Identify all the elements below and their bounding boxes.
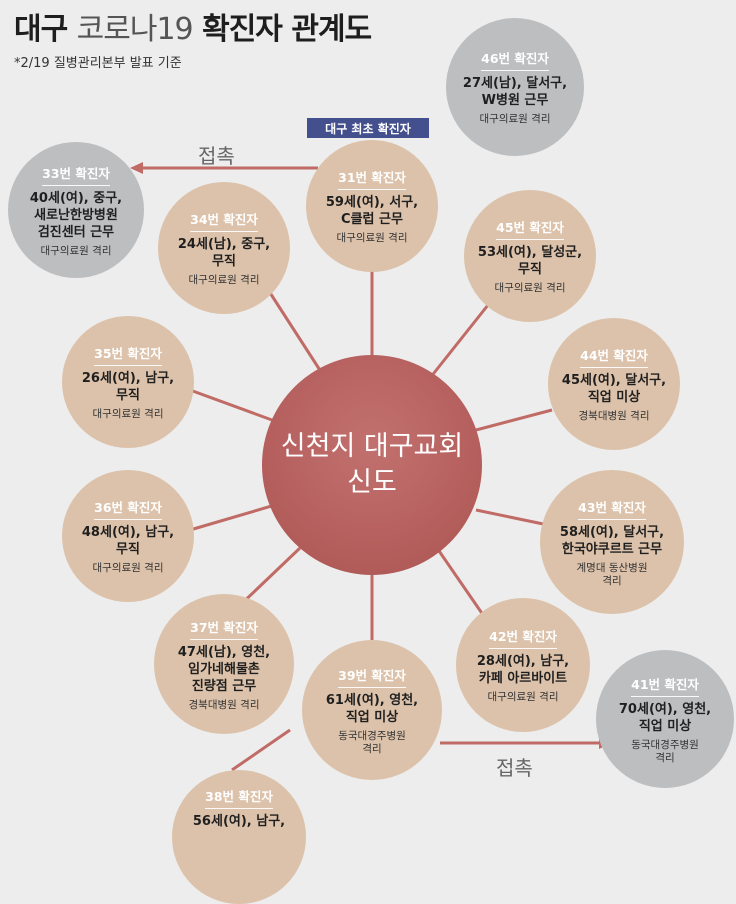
- case-node-31: 31번 확진자 59세(여), 서구, C클럽 근무 대구의료원 격리: [306, 140, 438, 272]
- contact-node-46: 46번 확진자 27세(남), 달서구, W병원 근무 대구의료원 격리: [446, 18, 584, 156]
- case-39-desc: 61세(여), 영천, 직업 미상: [325, 692, 419, 725]
- case-42-title: 42번 확진자: [489, 626, 557, 649]
- case-node-37: 37번 확진자 47세(남), 영천, 임가네해물촌 진량점 근무 경북대병원 …: [154, 594, 294, 734]
- case-43-location: 계명대 동산병원 격리: [576, 561, 648, 587]
- case-36-title: 36번 확진자: [94, 497, 162, 520]
- case-node-44: 44번 확진자 45세(여), 달서구, 직업 미상 경북대병원 격리: [548, 318, 680, 450]
- contact-label-top: 접촉: [198, 144, 235, 168]
- case-34-title: 34번 확진자: [190, 209, 258, 232]
- case-44-location: 경북대병원 격리: [578, 410, 650, 422]
- case-31-title: 31번 확진자: [338, 167, 406, 190]
- title-region: 대구: [14, 12, 68, 47]
- relationship-diagram: 대구 코로나19 확진자 관계도 *2/19 질병관리본부 발표 기준 신천지 …: [8, 4, 734, 904]
- case-34-location: 대구의료원 격리: [188, 274, 260, 286]
- case-45-title: 45번 확진자: [496, 217, 564, 240]
- case-34-desc: 24세(남), 중구, 무직: [177, 237, 271, 269]
- case-node-43: 43번 확진자 58세(여), 달서구, 한국야쿠르트 근무 계명대 동산병원 …: [540, 470, 684, 614]
- case-33-desc: 40세(여), 중구, 새로난한방병원 검진센터 근무: [29, 190, 123, 240]
- link-c44: [475, 408, 553, 432]
- title-main: 확진자 관계도: [202, 12, 372, 47]
- link-c35: [189, 388, 273, 422]
- case-45-location: 대구의료원 격리: [494, 282, 566, 294]
- link-c38: [231, 728, 291, 772]
- case-35-location: 대구의료원 격리: [92, 408, 164, 420]
- link-c34: [263, 284, 327, 379]
- connector-lines: [130, 162, 612, 772]
- case-46-title: 46번 확진자: [481, 48, 549, 71]
- arrowhead-c33: [130, 162, 143, 174]
- case-42-location: 대구의료원 격리: [487, 691, 559, 703]
- case-33-location: 대구의료원 격리: [40, 244, 112, 257]
- case-46-location: 대구의료원 격리: [479, 113, 551, 125]
- case-38-title: 38번 확진자: [205, 786, 273, 809]
- case-36-location: 대구의료원 격리: [92, 562, 164, 574]
- case-36-desc: 48세(여), 남구, 무직: [81, 525, 175, 557]
- case-43-desc: 58세(여), 달서구, 한국야쿠르트 근무: [559, 524, 665, 557]
- link-c45: [428, 304, 490, 379]
- case-31-location: 대구의료원 격리: [336, 232, 408, 244]
- case-46-desc: 27세(남), 달서구, W병원 근무: [462, 76, 568, 108]
- case-node-36: 36번 확진자 48세(여), 남구, 무직 대구의료원 격리: [62, 470, 194, 602]
- case-node-42: 42번 확진자 28세(여), 남구, 카페 아르바이트 대구의료원 격리: [456, 598, 590, 732]
- first-case-badge: 대구 최초 확진자: [307, 118, 429, 138]
- case-41-title: 41번 확진자: [631, 674, 699, 697]
- case-43-title: 43번 확진자: [578, 497, 646, 520]
- case-39-location: 동국대경주병원 격리: [338, 729, 406, 755]
- case-38-desc: 56세(여), 남구,: [192, 814, 286, 829]
- case-node-34: 34번 확진자 24세(남), 중구, 무직 대구의료원 격리: [158, 182, 290, 314]
- case-44-title: 44번 확진자: [580, 345, 648, 368]
- case-41-location: 동국대경주병원 격리: [631, 738, 699, 764]
- page-title: 대구 코로나19 확진자 관계도: [14, 4, 372, 48]
- center-node-church: 신천지 대구교회 신도: [262, 355, 482, 575]
- case-node-38: 38번 확진자 56세(여), 남구,: [172, 770, 306, 904]
- case-35-desc: 26세(여), 남구, 무직: [81, 371, 175, 403]
- contact-node-41: 41번 확진자 70세(여), 영천, 직업 미상 동국대경주병원 격리: [596, 650, 734, 788]
- case-node-39: 39번 확진자 61세(여), 영천, 직업 미상 동국대경주병원 격리: [302, 640, 442, 780]
- case-31-desc: 59세(여), 서구, C클럽 근무: [325, 195, 419, 227]
- case-33-title: 33번 확진자: [42, 163, 110, 186]
- case-42-desc: 28세(여), 남구, 카페 아르바이트: [476, 654, 570, 686]
- subtitle: *2/19 질병관리본부 발표 기준: [14, 56, 182, 71]
- case-41-desc: 70세(여), 영천, 직업 미상: [618, 701, 712, 734]
- link-c36: [189, 503, 276, 532]
- case-node-35: 35번 확진자 26세(여), 남구, 무직 대구의료원 격리: [62, 316, 194, 448]
- case-44-desc: 45세(여), 달서구, 직업 미상: [561, 373, 667, 405]
- case-39-title: 39번 확진자: [338, 665, 406, 688]
- title-topic: 코로나19: [76, 12, 194, 47]
- case-37-desc: 47세(남), 영천, 임가네해물촌 진량점 근무: [177, 644, 271, 694]
- contact-node-33: 33번 확진자 40세(여), 중구, 새로난한방병원 검진센터 근무 대구의료…: [8, 142, 144, 278]
- case-45-desc: 53세(여), 달성군, 무직: [477, 245, 583, 277]
- case-37-location: 경북대병원 격리: [188, 698, 260, 711]
- case-35-title: 35번 확진자: [94, 343, 162, 366]
- case-node-45: 45번 확진자 53세(여), 달성군, 무직 대구의료원 격리: [464, 190, 596, 322]
- contact-label-bottom: 접촉: [496, 756, 533, 780]
- link-c43: [475, 508, 549, 527]
- case-37-title: 37번 확진자: [190, 617, 258, 640]
